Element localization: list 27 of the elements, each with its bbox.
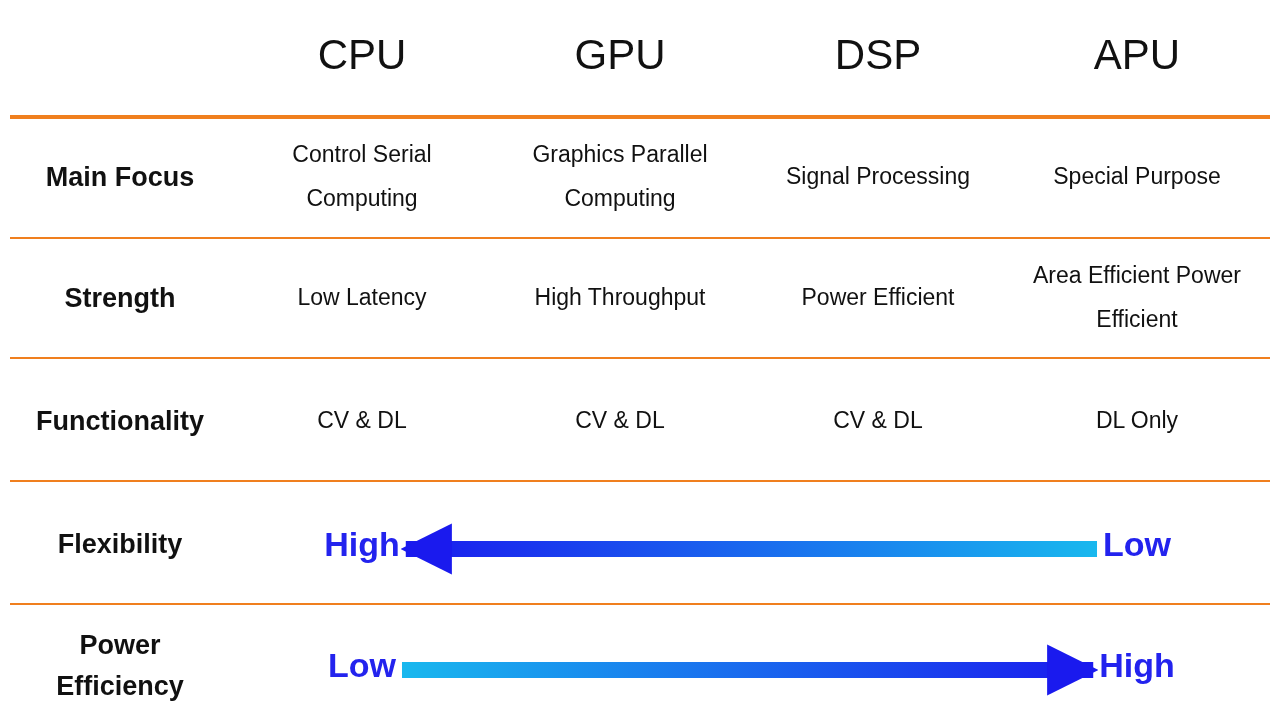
- row-header: Power Efficiency: [55, 628, 185, 703]
- table-cell-text: Power Efficient: [800, 283, 956, 313]
- table-cell-text: DL Only: [1094, 406, 1180, 436]
- column-header: APU: [1093, 30, 1181, 81]
- row-header: Strength: [63, 281, 177, 315]
- table-cell-text: Control Serial Computing: [291, 140, 433, 213]
- table-cell-text: Special Purpose: [1052, 162, 1222, 192]
- arrow: [400, 523, 1097, 575]
- scale-value: Low: [326, 645, 398, 685]
- column-header: DSP: [834, 30, 922, 81]
- table-cell-text: Signal Processing: [784, 162, 972, 192]
- column-header: GPU: [574, 30, 666, 81]
- table-cell-text: Low Latency: [296, 283, 428, 313]
- table-cell-text: High Throughput: [533, 283, 707, 313]
- row-header: Functionality: [35, 404, 205, 438]
- table-cell-text: CV & DL: [574, 406, 666, 436]
- row-header: Flexibility: [56, 527, 184, 561]
- scale-value: Low: [1101, 524, 1173, 564]
- scale-value: High: [1097, 645, 1177, 685]
- scale-value: High: [322, 524, 402, 564]
- table-cell-text: CV & DL: [316, 406, 408, 436]
- column-header: CPU: [317, 30, 407, 81]
- arrow: [402, 644, 1099, 696]
- table-cell-text: Graphics Parallel Computing: [531, 140, 709, 213]
- table-cell-text: Area Efficient Power Efficient: [1032, 261, 1242, 334]
- table-cell-text: CV & DL: [832, 406, 924, 436]
- row-header: Main Focus: [44, 160, 196, 194]
